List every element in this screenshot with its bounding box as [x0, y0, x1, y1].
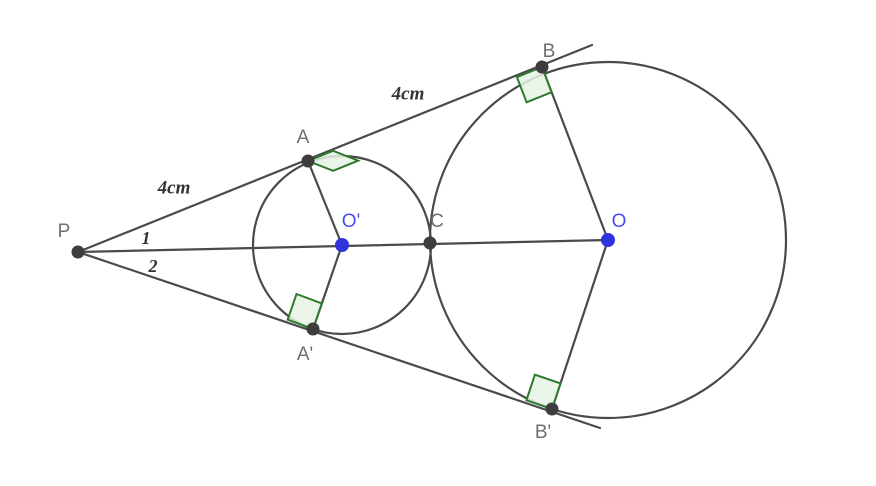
point-A-prime: [306, 322, 320, 336]
radius-O-to-B: [540, 65, 610, 242]
point-label-C: C: [430, 211, 444, 232]
radius-Op-to-A: [306, 159, 344, 247]
point-label-B: B: [543, 41, 556, 62]
point-A: [301, 154, 315, 168]
point-labels-group: P A B O' C O A' B': [58, 41, 627, 443]
point-O: [601, 233, 615, 247]
point-label-A: A: [297, 127, 310, 148]
point-C: [423, 236, 437, 250]
right-angle-at-A: [305, 149, 361, 172]
point-B-prime: [545, 402, 559, 416]
right-angle-at-Ap: [286, 292, 324, 331]
tangent-upper-P-to-B: [76, 43, 594, 254]
angle-label-1: 1: [142, 228, 151, 248]
point-label-P: P: [58, 221, 71, 242]
points-group: [71, 60, 615, 416]
tangent-lower-P-to-Bp: [76, 250, 602, 430]
right-angle-at-Bp: [525, 373, 562, 411]
length-label-AB: 4cm: [391, 83, 425, 104]
angle-label-2: 2: [148, 256, 158, 276]
point-label-A-prime: A': [297, 344, 313, 365]
angle-labels-group: 12: [142, 228, 158, 276]
right-angle-at-B: [515, 65, 553, 104]
right-angle-marks-group: [286, 65, 562, 411]
circles-group: [251, 60, 788, 420]
point-label-O: O: [612, 211, 627, 232]
point-label-O-prime: O': [342, 211, 360, 232]
point-P: [71, 245, 85, 259]
length-label-PA: 4cm: [157, 177, 191, 198]
length-labels-group: 4cm 4cm: [157, 83, 425, 198]
radius-O-to-Bp: [550, 238, 610, 411]
point-label-B-prime: B': [535, 422, 551, 443]
point-B: [535, 60, 549, 74]
point-O-prime: [335, 238, 349, 252]
